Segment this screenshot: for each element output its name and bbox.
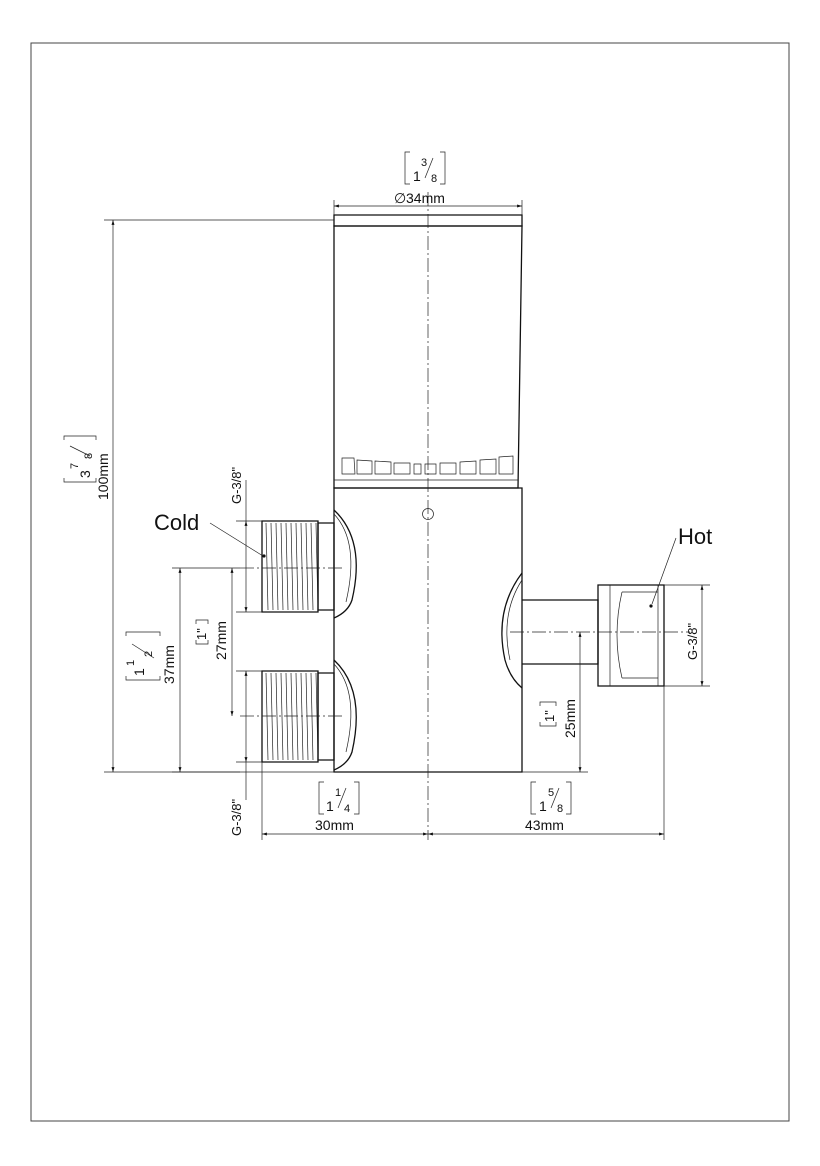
thread-ridge [315,672,319,761]
hot-height-inch: 1" [542,710,557,722]
thread-ridge [290,672,294,761]
thread-ridge [295,672,299,761]
hot-outlet [522,584,665,687]
top-diameter-inch-den: 8 [431,173,437,185]
hot-label: Hot [678,524,712,549]
thread-ridge [265,522,269,611]
cold-spacing-inch-den: 2 [143,651,155,657]
height-mm: 100mm [95,453,111,500]
right-width-inch-num: 5 [548,787,554,799]
dim-top-diameter [333,200,523,215]
thread-ridge [280,522,284,611]
thread-ridge [275,672,279,761]
left-width-inch-num: 1 [335,787,341,799]
cold-thread-lower [261,670,335,763]
cold-thread-length-mm: 27mm [213,621,229,660]
cold-spacing-inch-num: 1 [125,660,137,666]
top-diameter-mm: 34mm [406,190,445,206]
right-width-inch-den: 8 [557,803,563,815]
thread-ridge [295,522,299,611]
left-width-mm: 30mm [315,817,354,833]
height-inch-num: 7 [69,463,81,469]
thread-ridge [275,522,279,611]
thread-ridge [285,672,289,761]
thread-ridge [280,672,284,761]
dim-cold-thread-upper [236,480,262,613]
hot-thread-label: G-3/8" [685,622,700,660]
right-width-inch-whole: 1 [539,798,547,814]
cold-label: Cold [154,510,199,535]
thread-ridge [270,672,274,761]
dim-top-diameter-inch [404,151,446,185]
cold-thread-length-inch: 1" [194,628,209,640]
top-diameter-symbol: ∅ [394,190,406,206]
cold-spacing-mm: 37mm [161,645,177,684]
cold-spacing-inch-whole: 1 [131,668,147,676]
sheet-frame [30,42,790,1122]
knurl-slots [341,455,514,475]
cold-thread-upper-label: G-3/8" [229,466,244,504]
top-diameter-inch-num: 3 [421,157,427,169]
thread-ridge [310,672,314,761]
thread-ridge [270,522,274,611]
thread-ridge [305,522,309,611]
cold-thread-upper [261,520,335,613]
thread-ridge [310,522,314,611]
height-inch-whole: 3 [77,470,93,478]
thread-ridge [265,672,269,761]
top-diameter-inch-whole: 1 [413,168,421,184]
thread-ridge [300,522,304,611]
left-width-inch-whole: 1 [326,798,334,814]
dim-cold-thread-length [195,568,234,716]
thread-ridge [300,672,304,761]
cold-callout [209,522,266,558]
dim-cold-spacing [125,567,240,773]
hot-callout [649,537,677,608]
dim-bottom-widths [261,686,665,840]
right-width-mm: 43mm [525,817,564,833]
thread-ridge [285,522,289,611]
dim-hot-thread [664,584,710,687]
hot-height-mm: 25mm [562,699,578,738]
dim-hot-height [522,632,588,773]
thread-ridge [315,522,319,611]
cold-thread-lower-label: G-3/8" [229,798,244,836]
thread-ridge [290,522,294,611]
dim-cold-thread-lower [236,670,262,800]
thread-ridge [305,672,309,761]
height-inch-den: 8 [83,453,95,459]
left-width-inch-den: 4 [344,803,350,815]
